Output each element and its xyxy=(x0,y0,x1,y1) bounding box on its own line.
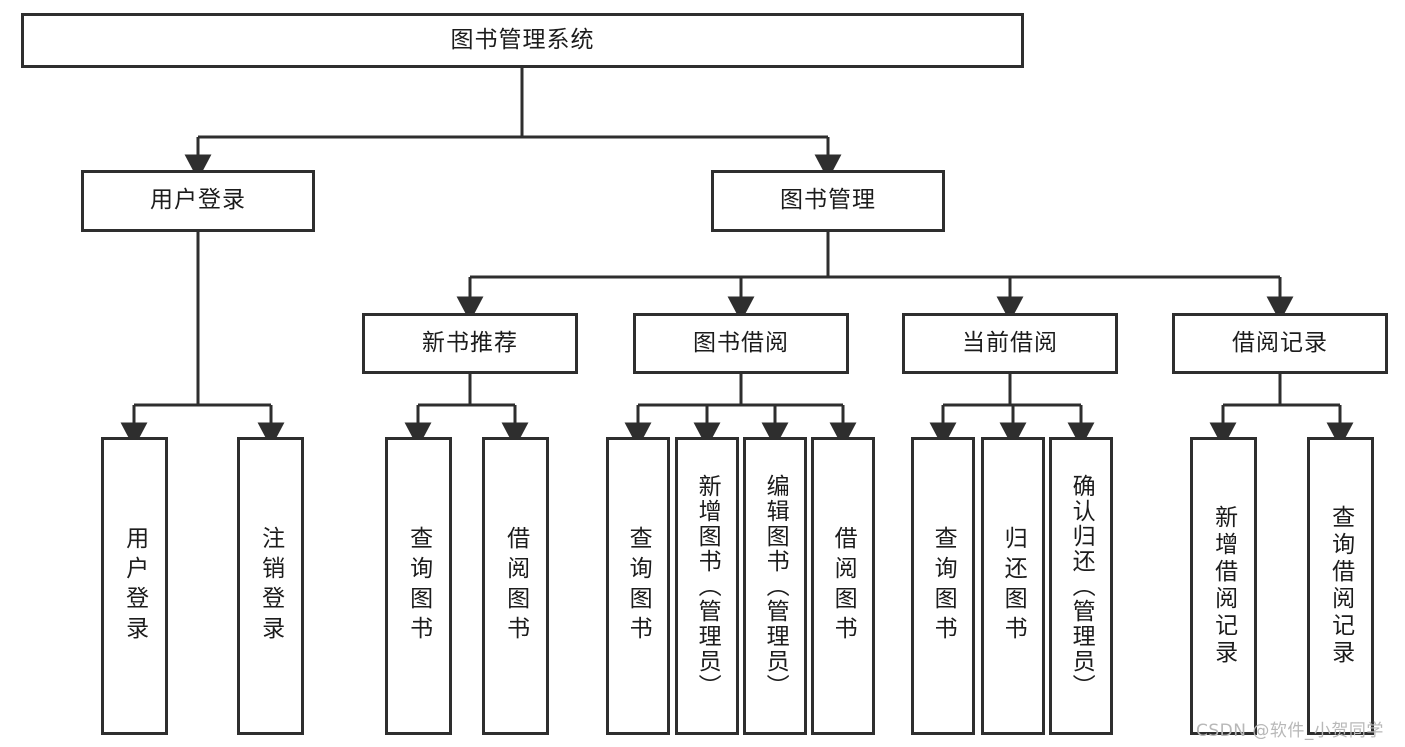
leaf-query-borrow-record[interactable]: 查询借阅记录 xyxy=(1307,437,1374,735)
leaf-query-book-recommend[interactable]: 查询图书 xyxy=(385,437,452,735)
node-book-borrow-label: 图书借阅 xyxy=(693,329,789,356)
leaf-edit-book-admin[interactable]: 编辑图书（管理员） xyxy=(743,437,807,735)
leaf-add-borrow-record[interactable]: 新增借阅记录 xyxy=(1190,437,1257,735)
node-borrow-record[interactable]: 借阅记录 xyxy=(1172,313,1388,374)
leaf-add-book-admin[interactable]: 新增图书（管理员） xyxy=(675,437,739,735)
leaf-add-borrow-record-label: 新增借阅记录 xyxy=(1210,505,1237,667)
leaf-user-logout[interactable]: 注销登录 xyxy=(237,437,304,735)
node-borrow-record-label: 借阅记录 xyxy=(1232,329,1328,356)
leaf-return-book[interactable]: 归还图书 xyxy=(981,437,1045,735)
leaf-edit-book-admin-label: 编辑图书（管理员） xyxy=(762,473,789,699)
leaf-add-book-admin-label: 新增图书（管理员） xyxy=(694,473,721,699)
node-root-label: 图书管理系统 xyxy=(450,26,595,53)
leaf-confirm-return-admin-label: 确认归还（管理员） xyxy=(1068,473,1095,699)
leaf-borrow-book-recommend-label: 借阅图书 xyxy=(502,526,529,646)
leaf-user-login-label: 用户登录 xyxy=(121,526,148,646)
node-current-borrow[interactable]: 当前借阅 xyxy=(902,313,1118,374)
leaf-borrow-book[interactable]: 借阅图书 xyxy=(811,437,875,735)
node-book-management[interactable]: 图书管理 xyxy=(711,170,945,232)
leaf-borrow-book-recommend[interactable]: 借阅图书 xyxy=(482,437,549,735)
leaf-borrow-book-label: 借阅图书 xyxy=(830,526,857,646)
node-book-borrow[interactable]: 图书借阅 xyxy=(633,313,849,374)
node-current-borrow-label: 当前借阅 xyxy=(962,329,1058,356)
leaf-query-book-current[interactable]: 查询图书 xyxy=(911,437,975,735)
leaf-query-book-current-label: 查询图书 xyxy=(930,526,957,646)
leaf-query-book-borrow[interactable]: 查询图书 xyxy=(606,437,670,735)
node-user-login[interactable]: 用户登录 xyxy=(81,170,315,232)
leaf-query-borrow-record-label: 查询借阅记录 xyxy=(1327,505,1354,667)
node-book-management-label: 图书管理 xyxy=(780,187,876,214)
leaf-confirm-return-admin[interactable]: 确认归还（管理员） xyxy=(1049,437,1113,735)
leaf-query-book-borrow-label: 查询图书 xyxy=(625,526,652,646)
leaf-return-book-label: 归还图书 xyxy=(1000,526,1027,646)
leaf-user-logout-label: 注销登录 xyxy=(257,526,284,646)
csdn-watermark: CSDN @软件_小贺同学 xyxy=(1196,721,1384,741)
leaf-user-login[interactable]: 用户登录 xyxy=(101,437,168,735)
leaf-query-book-recommend-label: 查询图书 xyxy=(405,526,432,646)
node-new-book-recommend[interactable]: 新书推荐 xyxy=(362,313,578,374)
node-root[interactable]: 图书管理系统 xyxy=(21,13,1024,68)
node-user-login-label: 用户登录 xyxy=(150,187,246,214)
node-new-book-recommend-label: 新书推荐 xyxy=(422,329,518,356)
